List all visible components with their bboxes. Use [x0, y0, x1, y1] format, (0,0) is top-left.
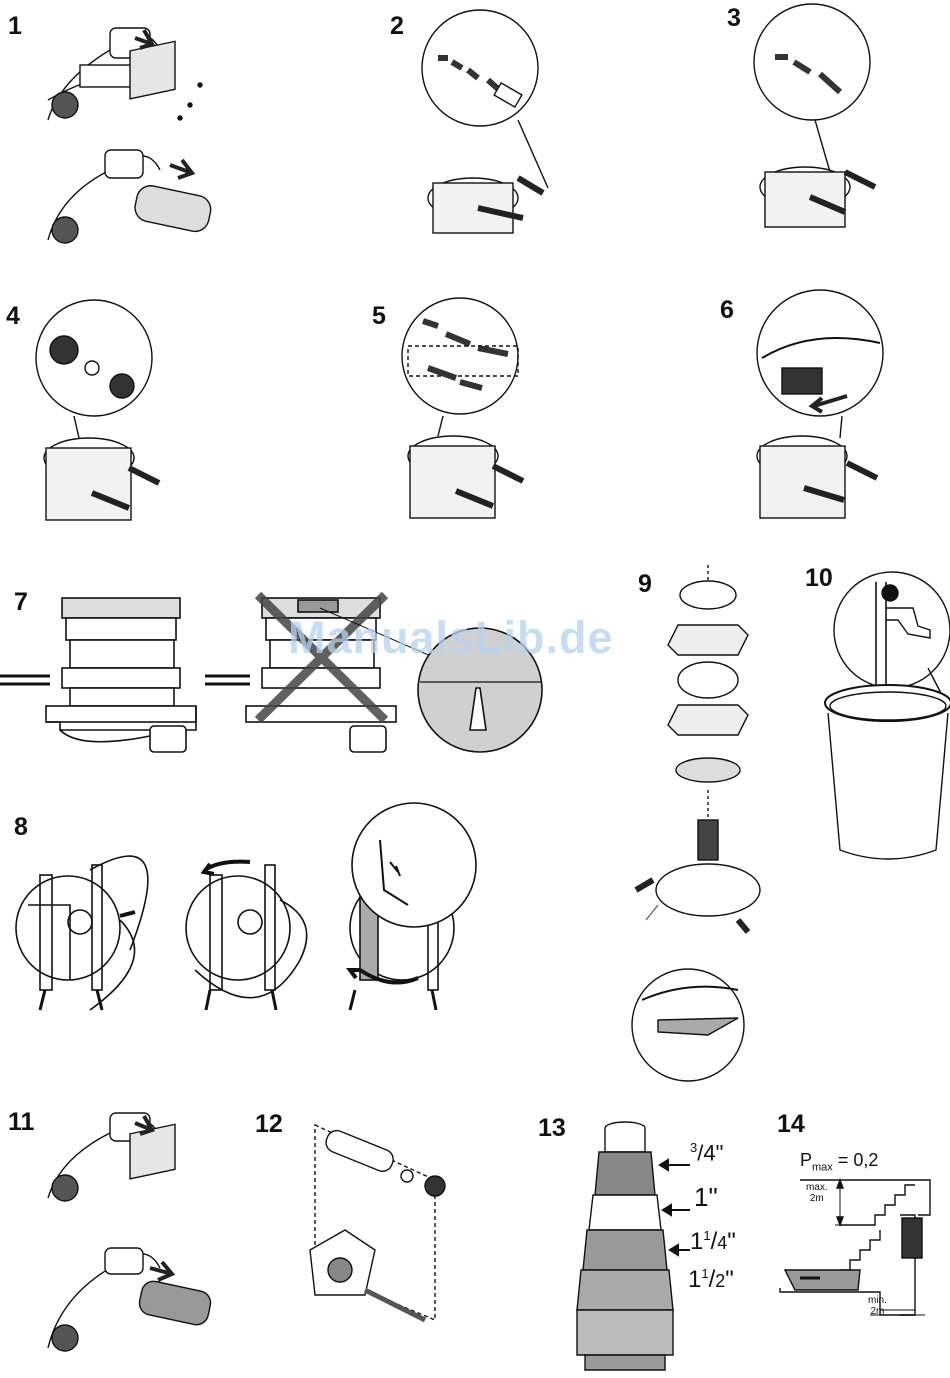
size-1-1-2-mark: " — [725, 1266, 734, 1293]
size-1-1-4-numerator: 1 — [703, 1228, 710, 1243]
p-max-value: = 0,2 — [838, 1150, 879, 1170]
max-height-label-1: max. — [806, 1182, 828, 1193]
adapter-size-3-4: 3/4" — [690, 1140, 723, 1166]
max-height-label: max. 2m — [806, 1182, 828, 1204]
size-3-4-denominator: 4 — [703, 1140, 715, 1165]
min-distance-label-1: min. — [868, 1295, 887, 1306]
min-distance-label: min. 2m — [868, 1295, 887, 1317]
size-1-1-4-denominator: 4 — [717, 1233, 727, 1253]
size-1-1-2-numerator: 1 — [701, 1266, 708, 1281]
max-height-label-2: 2m — [806, 1193, 828, 1204]
size-1-1-4-mark: " — [727, 1228, 736, 1255]
adapter-size-1: 1" — [694, 1182, 718, 1213]
p-max-symbol: P — [800, 1150, 812, 1170]
size-3-4-mark: " — [716, 1140, 724, 1165]
figure-14-installation-diagram: Pmax = 0,2 max. 2m min. 2m — [780, 1170, 945, 1320]
size-1-1-4-whole: 1 — [690, 1228, 703, 1255]
p-max-label: Pmax = 0,2 — [800, 1150, 878, 1174]
size-1-1-2-denominator: 2 — [715, 1271, 725, 1291]
size-1-1-2-whole: 1 — [688, 1266, 701, 1293]
p-max-subscript: max — [812, 1162, 833, 1174]
adapter-size-1-1-4: 11/4" — [690, 1228, 736, 1256]
min-distance-label-2: 2m — [868, 1306, 887, 1317]
adapter-size-1-1-2: 11/2" — [688, 1266, 734, 1294]
